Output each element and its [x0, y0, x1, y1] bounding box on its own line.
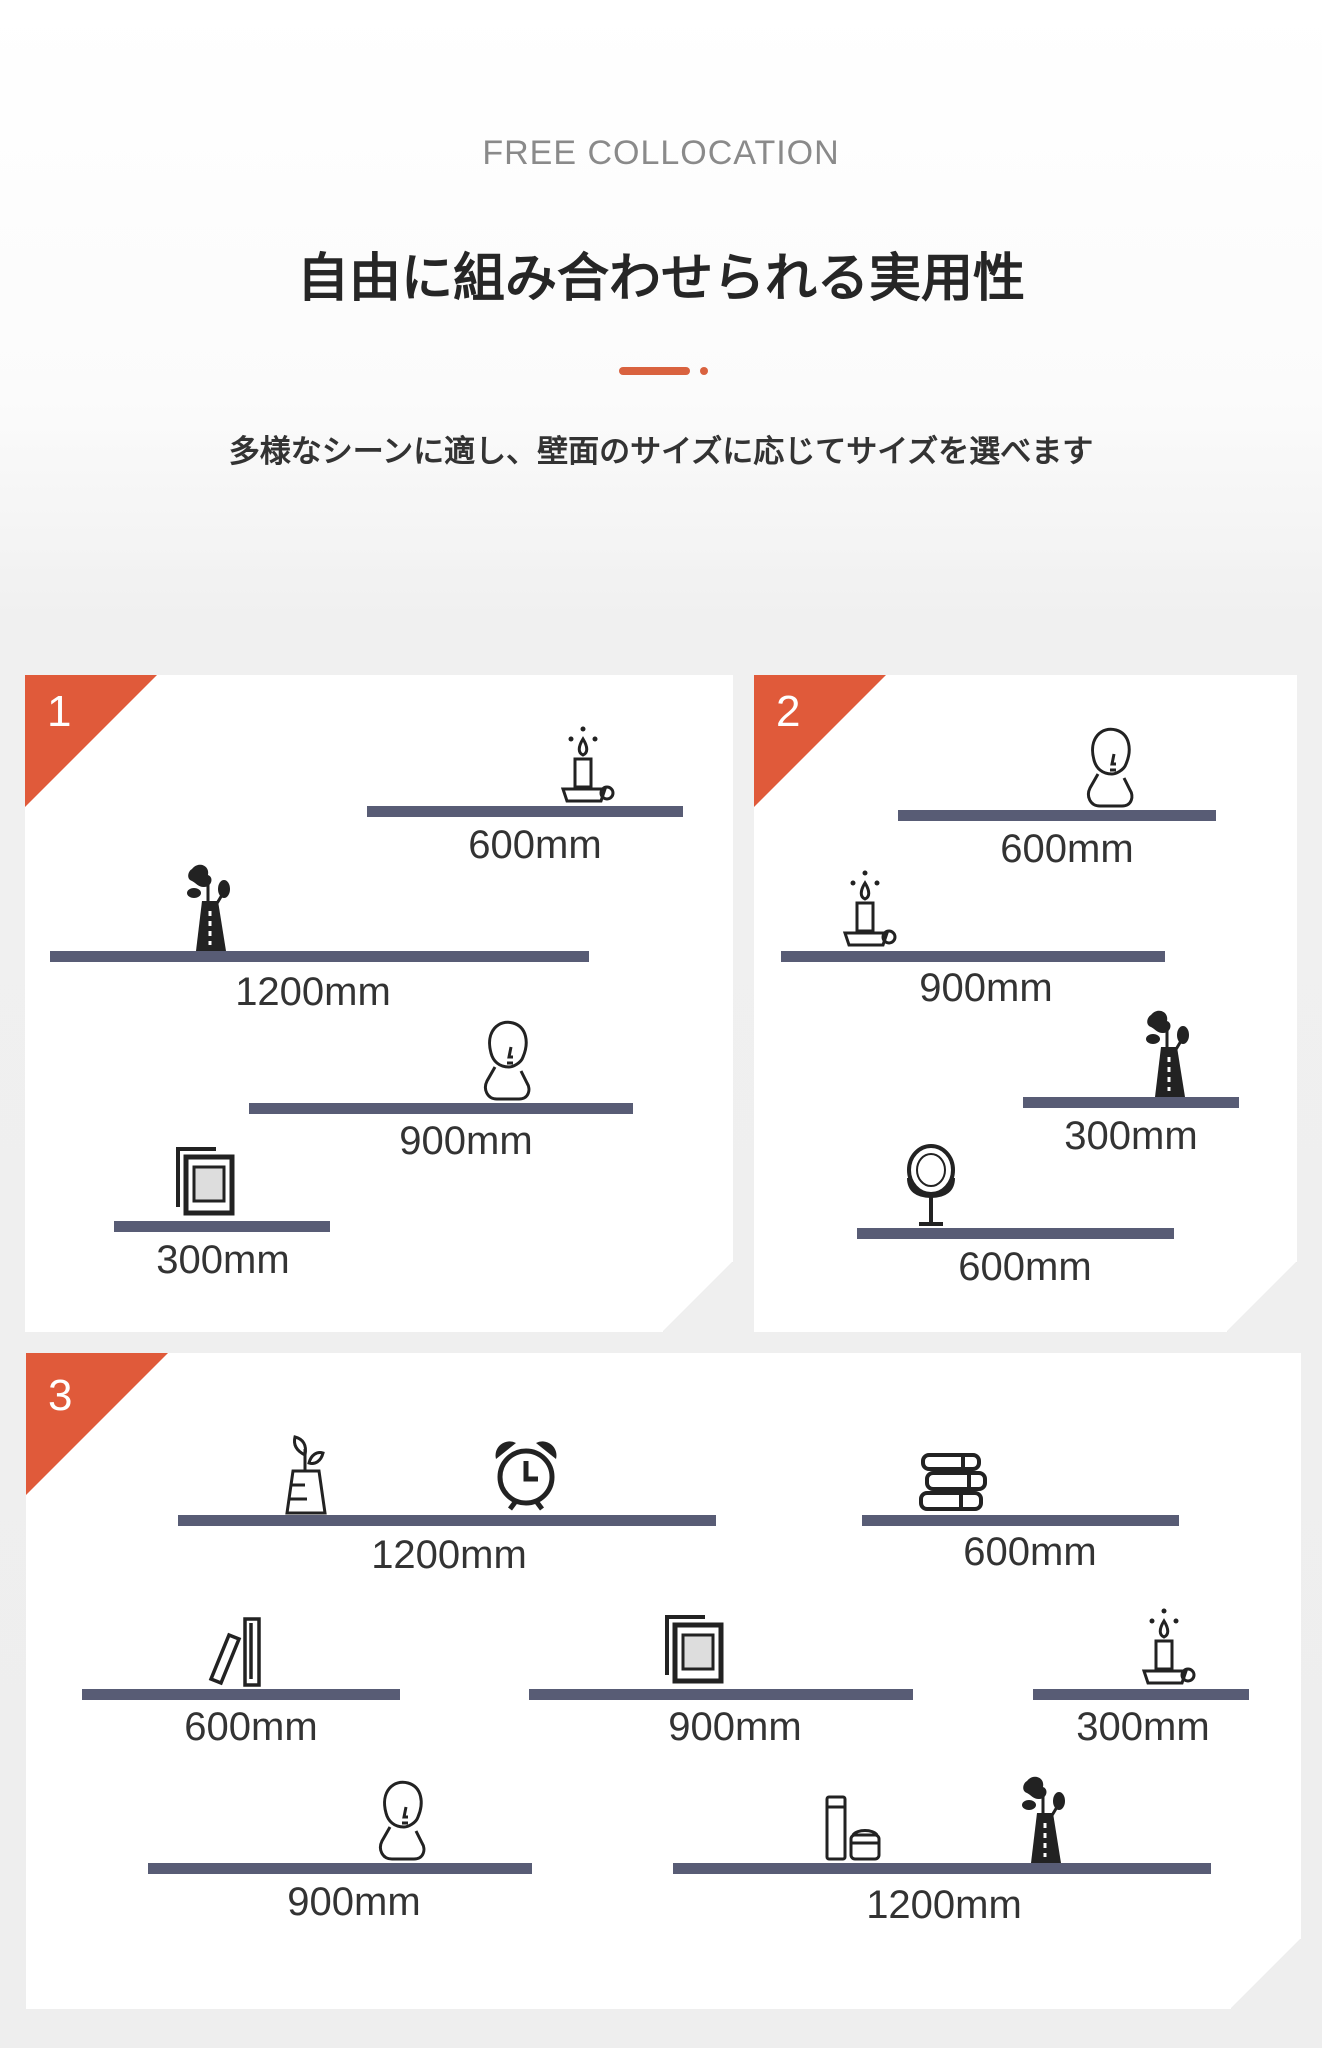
shelf	[781, 951, 1165, 962]
shelf-length-label: 300mm	[1064, 1114, 1198, 1158]
page-fold	[1231, 1939, 1301, 2009]
shelf	[1033, 1689, 1249, 1700]
page-fold	[1227, 1262, 1297, 1332]
alarm-clock-icon	[486, 1425, 566, 1515]
card-number: 1	[47, 687, 72, 736]
flower-vase-icon	[1131, 1007, 1211, 1097]
shelf-length-label: 900mm	[919, 966, 1053, 1010]
shelf-length-label: 1200mm	[371, 1533, 527, 1577]
cosmetics-icon	[815, 1773, 895, 1863]
shelf	[178, 1515, 716, 1526]
shelf-length-label: 1200mm	[866, 1883, 1022, 1927]
page-title: 自由に組み合わせられる実用性	[296, 249, 1025, 309]
mirror-icon	[891, 1138, 971, 1228]
books-icon	[913, 1425, 993, 1515]
shelf	[862, 1515, 1179, 1526]
shelf	[1023, 1097, 1239, 1108]
shelf-length-label: 600mm	[963, 1530, 1097, 1574]
number-corner	[26, 1353, 168, 1495]
shelf	[148, 1863, 532, 1874]
bust-icon	[362, 1773, 442, 1863]
photo-frame-icon	[166, 1131, 246, 1221]
candle-icon	[1126, 1599, 1206, 1689]
shelf	[114, 1221, 330, 1232]
bust-icon	[467, 1013, 547, 1103]
flower-vase-icon	[1007, 1773, 1087, 1863]
number-corner	[25, 675, 157, 807]
shelf-length-label: 600mm	[468, 823, 602, 867]
plant-vase-icon	[267, 1425, 347, 1515]
shelf	[529, 1689, 913, 1700]
shelf	[367, 806, 683, 817]
shelf	[898, 810, 1216, 821]
shelf	[50, 951, 589, 962]
page-subtitle: 多様なシーンに適し、壁面のサイズに応じてサイズを選べます	[228, 434, 1094, 470]
leaning-books-icon	[195, 1599, 275, 1689]
card-number: 3	[48, 1371, 73, 1420]
candle-icon	[827, 861, 907, 951]
shelf-length-label: 900mm	[287, 1880, 421, 1924]
shelf	[857, 1228, 1174, 1239]
shelf-length-label: 600mm	[958, 1245, 1092, 1289]
shelf-length-label: 300mm	[156, 1238, 290, 1282]
shelf-length-label: 600mm	[184, 1705, 318, 1749]
section-eyebrow: FREE COLLOCATION	[482, 134, 840, 172]
number-corner	[754, 675, 886, 807]
photo-frame-icon	[655, 1599, 735, 1689]
shelf	[249, 1103, 633, 1114]
shelf	[82, 1689, 400, 1700]
layout-card-2: 2 600mm 900mm 300mm 600mm	[754, 675, 1297, 1332]
shelf-length-label: 600mm	[1000, 827, 1134, 871]
shelf-length-label: 900mm	[668, 1705, 802, 1749]
candle-icon	[545, 717, 625, 807]
shelf-length-label: 900mm	[399, 1119, 533, 1163]
layout-card-3: 3 1200mm 600mm 600mm 900mm 300mm 900mm 1…	[26, 1353, 1301, 2009]
shelf-length-label: 300mm	[1076, 1705, 1210, 1749]
shelf	[673, 1863, 1211, 1874]
card-number: 2	[776, 687, 801, 736]
layout-card-1: 1 600mm 1200mm 900mm 300mm	[25, 675, 733, 1332]
flower-vase-icon	[172, 861, 252, 951]
accent-divider-dot	[700, 367, 708, 375]
accent-divider	[619, 367, 690, 375]
bust-icon	[1070, 720, 1150, 810]
shelf-length-label: 1200mm	[235, 970, 391, 1014]
page-fold	[663, 1262, 733, 1332]
